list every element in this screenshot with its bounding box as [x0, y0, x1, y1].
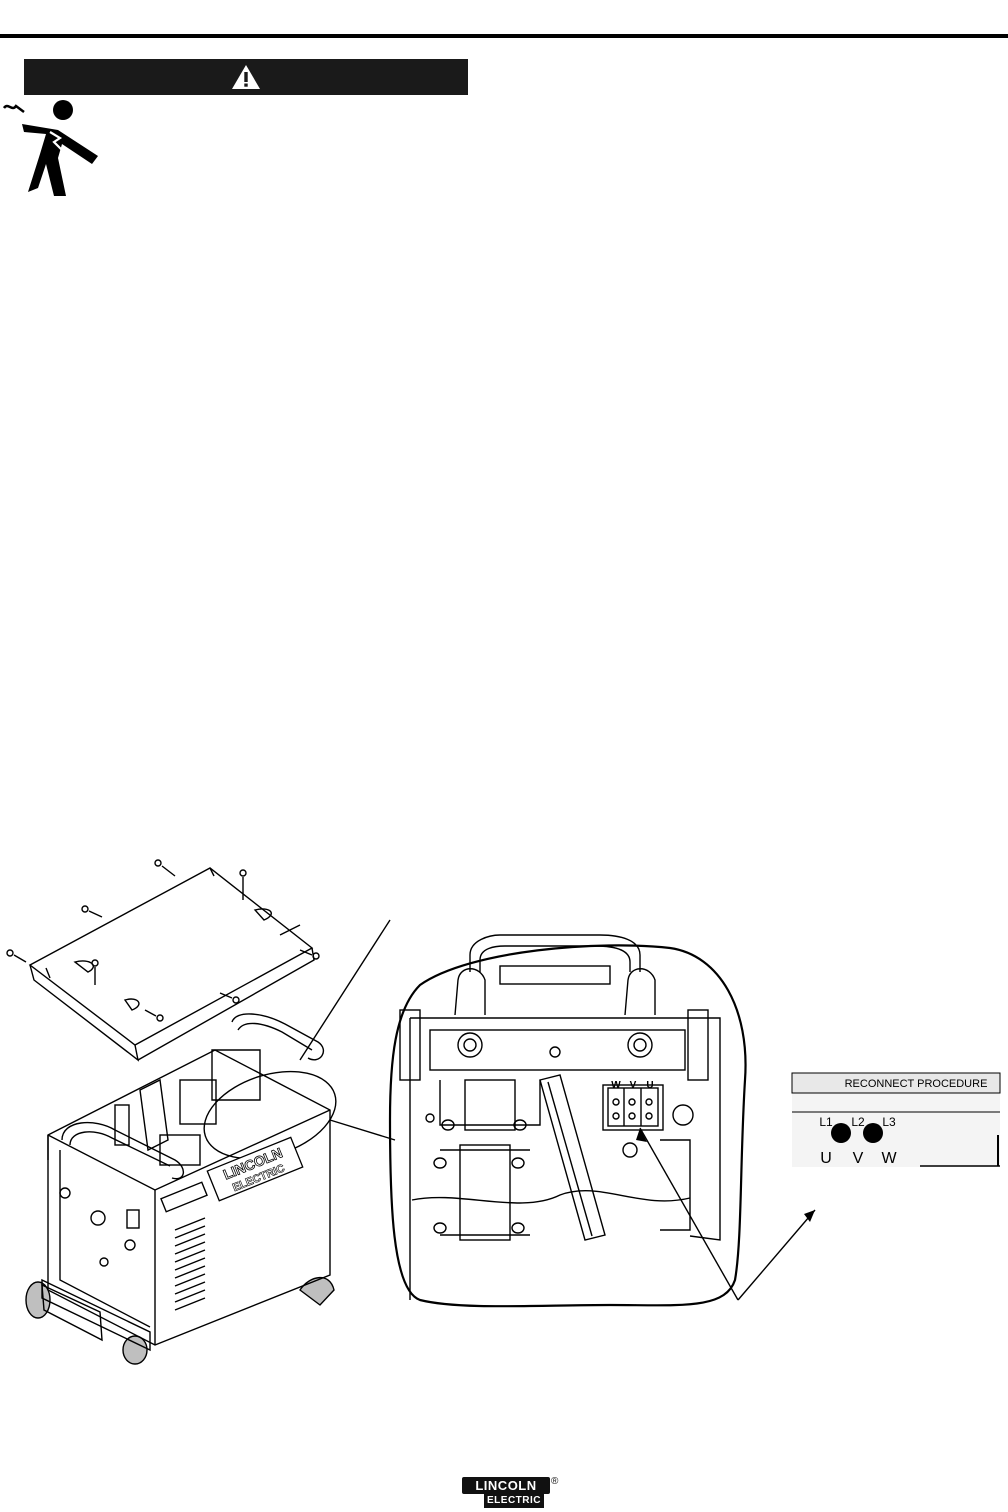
warning-triangle-icon	[232, 65, 260, 89]
terminal-label-w: W	[611, 1080, 621, 1091]
access-panel-drawing: W V U LINCOLN ELECTRIC RECONNECT PROCEDU…	[6, 859, 1001, 1365]
terminal-label-u: U	[646, 1080, 653, 1091]
reconnect-l1: L1	[819, 1115, 833, 1129]
detail-view-outline	[388, 944, 747, 1308]
reconnect-l3: L3	[882, 1115, 896, 1129]
jumper-dot-1	[831, 1123, 851, 1143]
logo-electric: ELECTRIC	[484, 1494, 544, 1508]
registered-mark: ®	[551, 1476, 559, 1487]
jumper-dot-2	[863, 1123, 883, 1143]
terminal-label-v: V	[630, 1080, 637, 1091]
welder-machine-outline	[25, 1013, 335, 1365]
reconnect-l2: L2	[851, 1115, 865, 1129]
warning-banner	[24, 59, 468, 95]
header-rule	[0, 34, 1008, 38]
top-cover-panel	[28, 867, 315, 1062]
logo-lincoln: LINCOLN	[462, 1477, 550, 1494]
reconnect-w: W	[881, 1150, 897, 1167]
reconnect-u: U	[820, 1150, 832, 1167]
cover-screws	[6, 859, 320, 1022]
reconnect-procedure-label: RECONNECT PROCEDURE L1 L2 L3 U V W	[791, 1072, 1001, 1167]
lincoln-electric-logo: LINCOLN ELECTRIC ®	[462, 1476, 560, 1509]
reconnect-title: RECONNECT PROCEDURE	[845, 1078, 988, 1090]
electric-shock-icon	[2, 100, 98, 196]
reconnect-v: V	[853, 1150, 864, 1167]
